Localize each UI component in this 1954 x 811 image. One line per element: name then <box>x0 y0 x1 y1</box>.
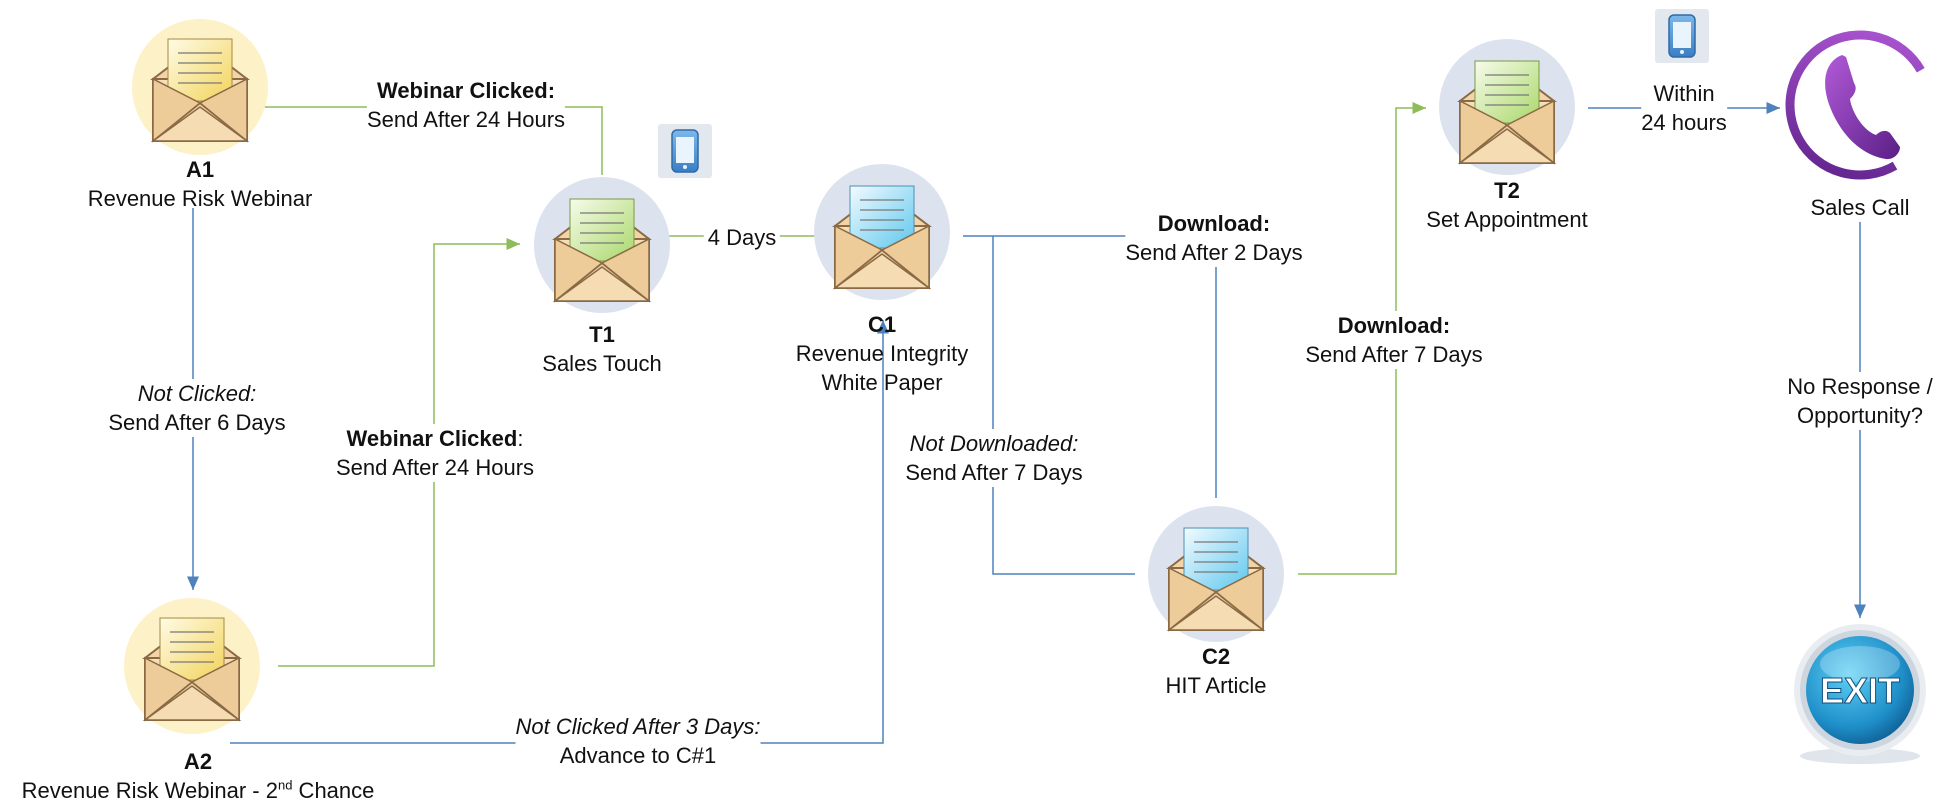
edge-a2-c1 <box>230 320 889 744</box>
envelope-icon <box>834 185 930 289</box>
node-a2-label: A2 Revenue Risk Webinar - 2nd Chance <box>22 747 375 805</box>
edge-a1-t1-action: Send After 24 Hours <box>366 107 566 132</box>
edge-t2-call-line1: Within <box>1653 81 1715 106</box>
edge-a2-c1-condition: Not Clicked After 3 Days: <box>515 714 761 739</box>
envelope-icon <box>554 198 650 302</box>
edge-a2-t1-colon: : <box>517 426 524 451</box>
node-c1-name-line2: White Paper <box>821 370 943 395</box>
mobile-phone-icon <box>1655 9 1709 63</box>
node-a2-name-main: Revenue Risk Webinar - 2 <box>21 778 278 803</box>
edge-a1-t1 <box>208 106 603 175</box>
mobile-phone-icon <box>658 124 712 178</box>
edge-call-exit-label: No Response / Opportunity? <box>1787 372 1933 430</box>
edge-a2-t1-condition: Webinar Clicked <box>346 426 518 451</box>
paper-icon <box>159 617 225 681</box>
edge-a2-t1-condition-line: Webinar Clicked: <box>336 424 534 453</box>
node-c1-id: C1 <box>867 312 897 337</box>
node-a2-name: Revenue Risk Webinar - 2nd Chance <box>22 776 375 805</box>
node-exit[interactable]: EXIT <box>1794 624 1926 764</box>
edge-a2-c1-label: Not Clicked After 3 Days: Advance to C#1 <box>515 712 761 770</box>
edge-c2-t2-label: Download: Send After 7 Days <box>1305 311 1483 369</box>
edge-a1-t1-label: Webinar Clicked: Send After 24 Hours <box>366 76 566 134</box>
node-c1-label: C1 Revenue Integrity White Paper <box>796 310 968 397</box>
node-a1-id: A1 <box>185 157 215 182</box>
node-t2-id: T2 <box>1494 178 1520 203</box>
envelope-icon <box>152 38 248 142</box>
node-c2-id: C2 <box>1201 644 1231 669</box>
edge-c2-t2-condition: Download: <box>1337 313 1451 338</box>
node-t2-label: T2 Set Appointment <box>1426 176 1587 234</box>
edge-c1-c2-not-action: Send After 7 Days <box>905 460 1083 485</box>
envelope-icon <box>1168 527 1264 631</box>
edge-call-exit-line1: No Response / <box>1787 374 1933 399</box>
node-a2-id: A2 <box>183 749 213 774</box>
edge-c2-t2-action: Send After 7 Days <box>1305 342 1483 367</box>
edge-c1-c2-not-downloaded <box>992 236 1135 575</box>
exit-button-face <box>1806 636 1914 744</box>
node-t1-id: T1 <box>589 322 615 347</box>
edge-a1-a2-label: Not Clicked: Send After 6 Days <box>108 379 286 437</box>
node-t2[interactable] <box>1439 39 1575 175</box>
edge-c1-c2-not-label: Not Downloaded: Send After 7 Days <box>905 429 1083 487</box>
edge-a2-c1-action: Advance to C#1 <box>559 743 717 768</box>
edge-call-exit-line2: Opportunity? <box>1797 403 1923 428</box>
node-t2-name: Set Appointment <box>1426 207 1588 232</box>
node-t1-label: T1 Sales Touch <box>542 320 661 378</box>
edge-t1-c1-action: 4 Days <box>707 225 777 250</box>
node-sales-call-name: Sales Call <box>1810 195 1910 220</box>
paper-icon <box>1474 60 1540 124</box>
edge-c1-c2-download-action: Send After 2 Days <box>1125 240 1303 265</box>
node-a1-name: Revenue Risk Webinar <box>87 186 313 211</box>
node-c2-label: C2 HIT Article <box>1165 642 1266 700</box>
node-a1[interactable] <box>132 19 268 155</box>
node-c2[interactable] <box>1148 506 1284 642</box>
node-c2-name: HIT Article <box>1165 673 1267 698</box>
edge-a2-t1-action: Send After 24 Hours <box>335 455 535 480</box>
node-sales-call-label: Sales Call <box>1810 193 1909 222</box>
node-sales-call[interactable] <box>1764 9 1954 200</box>
phone-handset-icon <box>1785 30 1935 180</box>
node-t1-name: Sales Touch <box>542 351 662 376</box>
edge-a1-a2-action: Send After 6 Days <box>108 410 286 435</box>
node-a2-name-sup: nd <box>277 777 293 793</box>
edge-c1-c2-download-condition: Download: <box>1157 211 1271 236</box>
node-c1-name-line1: Revenue Integrity <box>795 341 969 366</box>
node-a2-name-tail: Chance <box>292 778 375 803</box>
paper-icon <box>569 198 635 262</box>
exit-label: EXIT <box>1820 670 1900 711</box>
paper-icon <box>1183 527 1249 591</box>
edge-a1-a2-condition: Not Clicked: <box>137 381 257 406</box>
edge-t1-c1-label: 4 Days <box>703 223 781 252</box>
edge-c1-c2-not-condition: Not Downloaded: <box>909 431 1079 456</box>
node-a2[interactable] <box>124 598 260 734</box>
node-c1[interactable] <box>814 164 950 300</box>
node-a1-label: A1 Revenue Risk Webinar <box>88 155 313 213</box>
paper-icon <box>167 38 233 102</box>
envelope-icon <box>144 617 240 721</box>
edge-a2-t1-label: Webinar Clicked: Send After 24 Hours <box>335 424 535 482</box>
edge-a1-t1-condition: Webinar Clicked: <box>376 78 556 103</box>
edge-c1-c2-download-label: Download: Send After 2 Days <box>1125 209 1303 267</box>
paper-icon <box>849 185 915 249</box>
edge-t2-call-label: Within 24 hours <box>1641 79 1727 137</box>
node-t1[interactable] <box>534 177 670 313</box>
envelope-icon <box>1459 60 1555 164</box>
edge-t2-call-line2: 24 hours <box>1641 110 1727 135</box>
